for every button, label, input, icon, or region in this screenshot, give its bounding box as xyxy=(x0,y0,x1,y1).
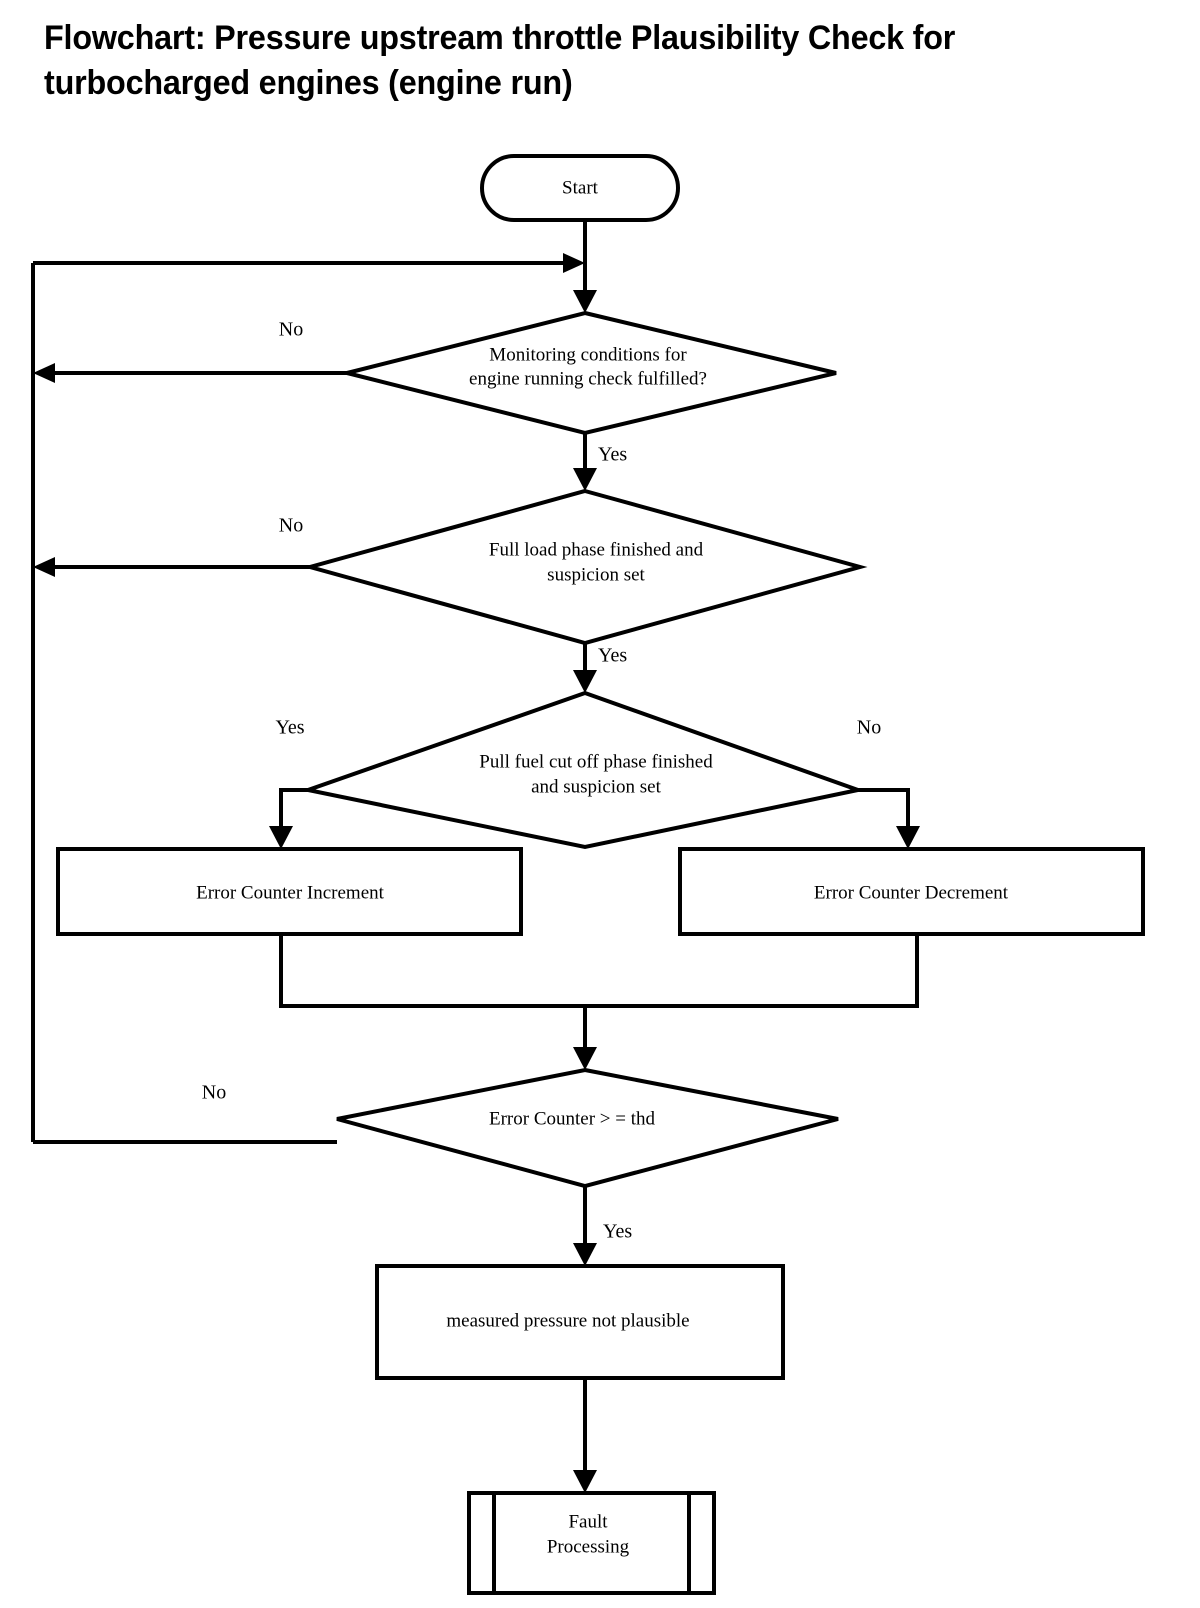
decrement-label: Error Counter Decrement xyxy=(814,882,1009,903)
edge-cond1-yes-arrowhead xyxy=(573,468,597,491)
node-cond2[interactable]: Full load phase finished and suspicion s… xyxy=(302,488,868,646)
fault-processing-label-line-1: Fault xyxy=(568,1511,608,1532)
cond2-label-line-2: suspicion set xyxy=(547,564,645,585)
start-label: Start xyxy=(562,177,599,198)
edge-label-cond3-no: No xyxy=(857,717,881,739)
cond3-label-line-2: and suspicion set xyxy=(531,776,662,797)
node-cond4[interactable]: Error Counter > = thd xyxy=(336,1067,839,1189)
edge-cond3-no-arrowhead xyxy=(896,826,920,849)
cond3-label-line-1: Pull fuel cut off phase finished xyxy=(479,751,713,772)
edge-notplausible-to-fault xyxy=(573,1378,597,1493)
edge-cond3-no-line xyxy=(858,788,910,836)
edge-label-cond2-yes: Yes xyxy=(598,645,627,667)
edge-cond1-yes: Yes xyxy=(573,433,627,491)
fault-processing-shape xyxy=(467,1491,716,1595)
increment-shape xyxy=(56,847,523,936)
cond4-label: Error Counter > = thd xyxy=(489,1108,656,1129)
edge-label-cond4-yes: Yes xyxy=(603,1221,632,1243)
decrement-shape xyxy=(678,847,1145,936)
edge-cond2-yes: Yes xyxy=(573,643,627,693)
page-title: Flowchart: Pressure upstream throttle Pl… xyxy=(44,16,1080,106)
edge-label-cond1-yes: Yes xyxy=(598,444,627,466)
edge-label-cond2-no: No xyxy=(279,515,303,537)
cond1-label-line-2: engine running check fulfilled? xyxy=(469,368,707,389)
edge-cond4-no: No xyxy=(202,1082,226,1104)
cond3-shape xyxy=(300,690,866,850)
edge-start-cond1-arrowhead xyxy=(573,290,597,313)
page-title-line-1: Flowchart: Pressure upstream throttle Pl… xyxy=(44,19,956,57)
page-title-line-2: turbocharged engines (engine run) xyxy=(44,63,573,102)
edge-cond2-no-arrowhead xyxy=(33,557,55,577)
node-cond3[interactable]: Pull fuel cut off phase finished and sus… xyxy=(300,690,866,850)
node-not-plausible[interactable]: measured pressure not plausible xyxy=(375,1264,785,1380)
edge-notplausible-fault-arrowhead xyxy=(573,1470,597,1493)
node-decrement[interactable]: Error Counter Decrement xyxy=(678,847,1145,936)
loop-top-arrowhead xyxy=(563,253,585,273)
node-fault-processing[interactable]: Fault Processing xyxy=(467,1491,716,1595)
edge-label-cond3-yes: Yes xyxy=(275,717,304,739)
edge-cond2-no: No xyxy=(33,515,310,577)
fault-processing-label-line-2: Processing xyxy=(547,1536,630,1557)
edge-cond4-yes-arrowhead xyxy=(573,1243,597,1266)
feedback-loop-spine xyxy=(31,253,585,1144)
edge-cond3-yes-line xyxy=(279,788,308,836)
cond2-label-line-1: Full load phase finished and xyxy=(489,539,704,560)
merge-drop-arrowhead xyxy=(573,1047,597,1070)
edge-label-cond1-no: No xyxy=(279,319,303,341)
edge-cond2-yes-arrowhead xyxy=(573,670,597,693)
edge-cond4-yes: Yes xyxy=(573,1186,632,1266)
start-shape xyxy=(480,154,680,222)
node-cond1[interactable]: Monitoring conditions for engine running… xyxy=(346,310,837,436)
increment-label: Error Counter Increment xyxy=(196,882,385,903)
edge-label-cond4-no: No xyxy=(202,1082,226,1104)
not-plausible-label: measured pressure not plausible xyxy=(446,1310,689,1331)
node-start[interactable]: Start xyxy=(480,154,680,222)
edge-start-to-cond1 xyxy=(573,220,597,313)
cond1-label-line-1: Monitoring conditions for xyxy=(489,344,687,365)
not-plausible-shape xyxy=(375,1264,785,1380)
edge-cond3-no: No xyxy=(857,717,920,849)
edge-cond3-yes-arrowhead xyxy=(269,826,293,849)
node-increment[interactable]: Error Counter Increment xyxy=(56,847,523,936)
edge-cond1-no-arrowhead xyxy=(33,363,55,383)
edge-cond1-no: No xyxy=(33,319,347,383)
merge-rail xyxy=(279,934,919,1008)
edge-cond3-yes: Yes xyxy=(269,717,308,849)
edge-boxes-merge-to-cond4 xyxy=(279,934,919,1070)
